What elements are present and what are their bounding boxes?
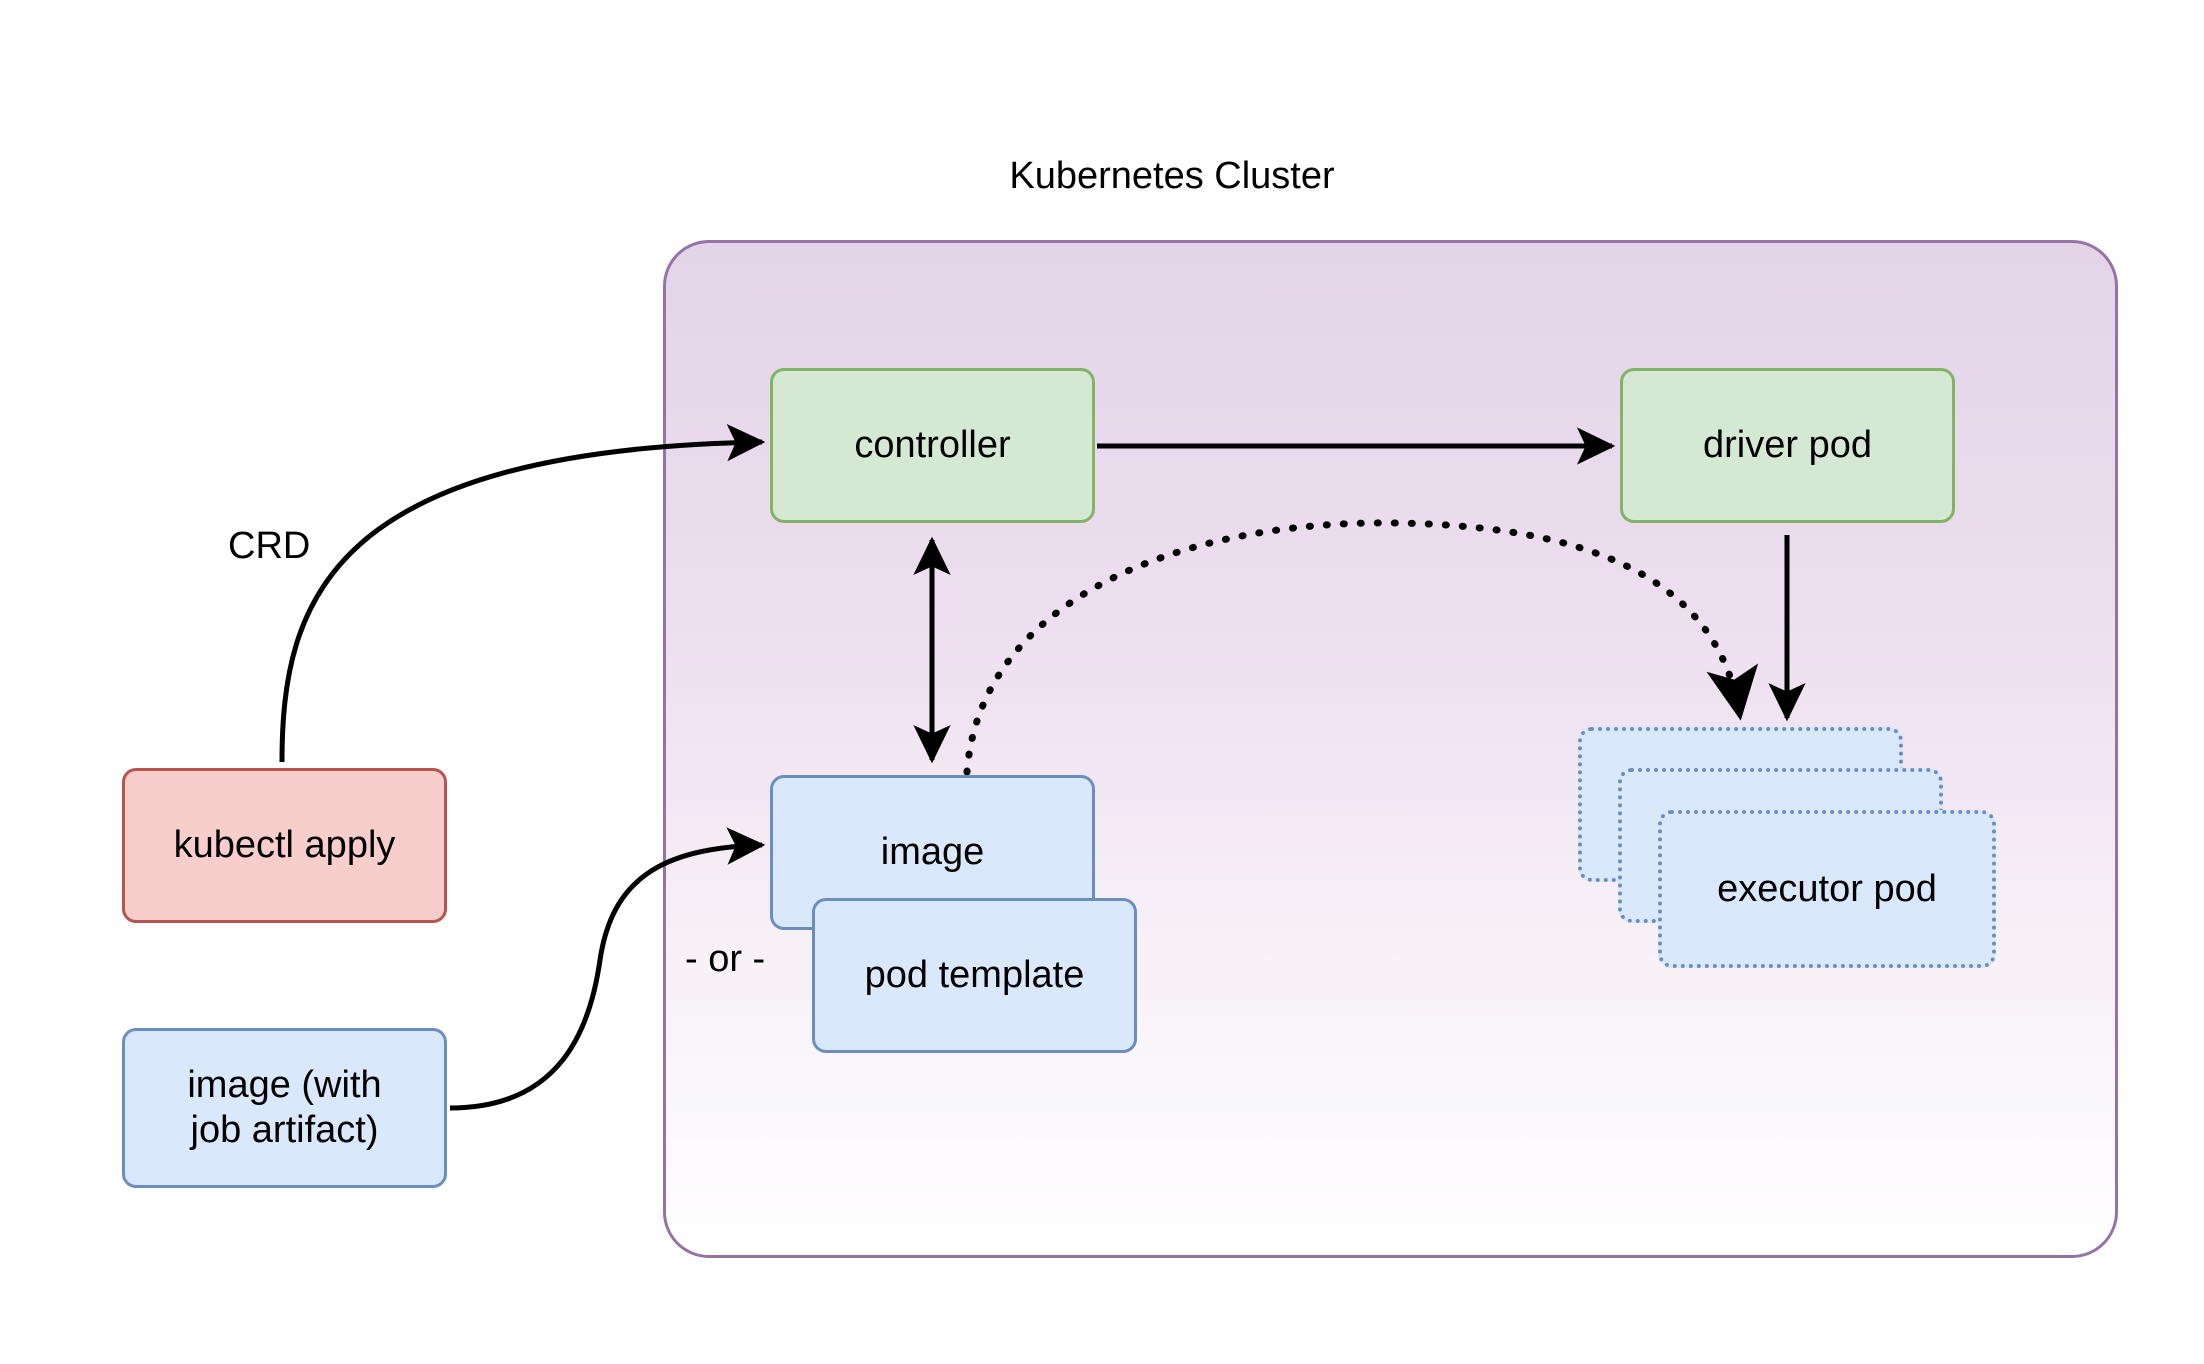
node-pod-template-label: pod template xyxy=(864,954,1085,997)
node-controller-label: controller xyxy=(854,424,1011,467)
node-executor-pod-front[interactable]: executor pod xyxy=(1658,810,1996,968)
node-kubectl-apply[interactable]: kubectl apply xyxy=(122,768,447,923)
node-driver-pod[interactable]: driver pod xyxy=(1620,368,1955,523)
node-executor-pod-front-label: executor pod xyxy=(1717,867,1937,910)
node-controller[interactable]: controller xyxy=(770,368,1095,523)
edge-label-crd: CRD xyxy=(228,525,311,567)
node-driver-pod-label: driver pod xyxy=(1703,424,1872,467)
node-image-label: image xyxy=(880,831,985,874)
or-annotation: - or - xyxy=(685,938,766,980)
node-pod-template[interactable]: pod template xyxy=(812,898,1137,1053)
node-kubectl-apply-label: kubectl apply xyxy=(173,824,396,867)
cluster-title: Kubernetes Cluster xyxy=(1009,155,1335,197)
node-image-with-job-artifact-label: image (with job artifact) xyxy=(187,1064,382,1151)
node-image-with-job-artifact[interactable]: image (with job artifact) xyxy=(122,1028,447,1188)
